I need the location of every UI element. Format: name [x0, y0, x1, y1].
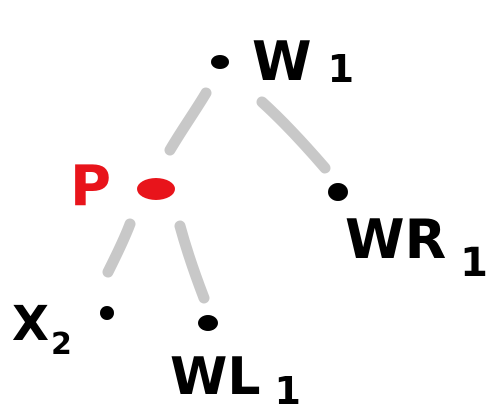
node-wr1-subscript: 1 — [460, 240, 488, 286]
node-x2-dot — [100, 306, 114, 320]
node-w1-dot — [211, 55, 229, 69]
node-wl1-dot — [198, 315, 218, 331]
nodes — [100, 55, 348, 331]
node-w1-subscript: 1 — [328, 47, 354, 91]
edge-p-x2 — [102, 218, 136, 278]
node-wr1-main: WR — [345, 208, 446, 271]
node-wr1-label: WR 1 — [345, 208, 488, 286]
node-x2-label: X2 — [12, 296, 72, 362]
node-wl1-main: WL — [170, 347, 261, 407]
edge-w1-wr1 — [256, 96, 331, 174]
node-w1-main: W — [252, 30, 312, 93]
node-wl1-label: WL 1 — [170, 347, 301, 408]
node-x2-subscript: 2 — [51, 327, 72, 362]
node-x2-main: X — [12, 296, 49, 352]
edge-p-wl1 — [174, 220, 210, 304]
node-wr1-dot — [328, 183, 348, 201]
node-p-main: P — [70, 154, 111, 219]
node-p-dot — [137, 178, 175, 200]
node-wl1-subscript: 1 — [275, 369, 301, 408]
edge-w1-p — [164, 87, 212, 156]
edges — [102, 87, 331, 304]
node-p-label: P — [70, 154, 111, 219]
